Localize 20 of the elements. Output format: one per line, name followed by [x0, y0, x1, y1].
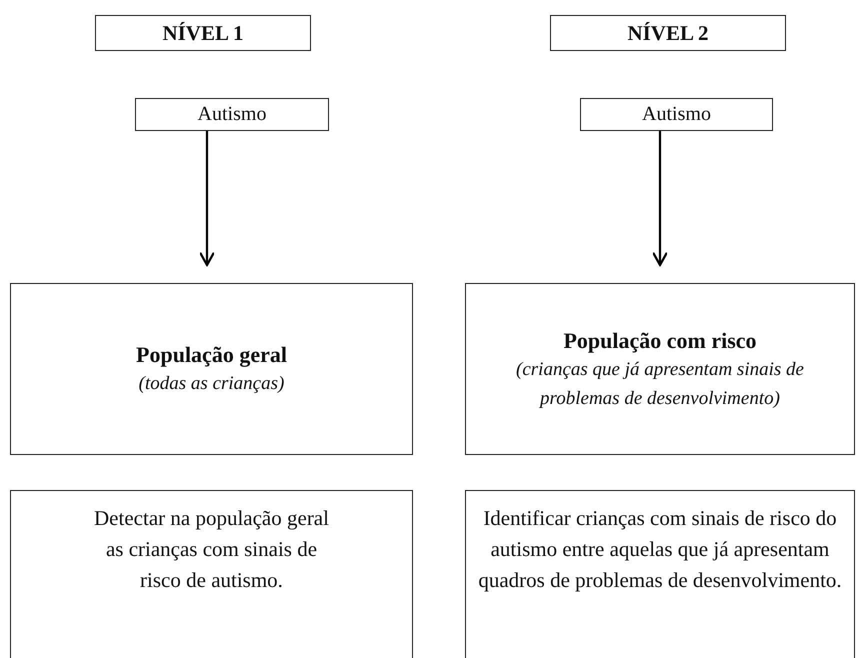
topic-label: Autismo: [642, 102, 711, 127]
level-header-box: [95, 15, 311, 51]
arrow: [652, 131, 668, 266]
population-box: [465, 283, 855, 455]
description-box: [465, 490, 855, 658]
description-box: [10, 490, 413, 658]
level-header-box: [550, 15, 786, 51]
arrow: [198, 131, 216, 266]
topic-box: [135, 98, 329, 131]
population-note: (todas as crianças): [138, 372, 284, 396]
level-title: NÍVEL 1: [162, 20, 244, 46]
level-title: NÍVEL 2: [627, 20, 709, 46]
population-title: População geral: [136, 341, 287, 369]
population-note: (crianças que já apresentam sinais de problemas de desenvolvimento): [515, 358, 805, 410]
topic-label: Autismo: [198, 102, 266, 127]
description-text: Identificar crianças com sinais de risco do autismo entre aquelas que já apresentam quadros de problemas de desenvolvimento.: [477, 505, 843, 594]
population-box: [10, 283, 413, 455]
population-title: População com risco: [563, 326, 757, 354]
topic-box: [580, 98, 773, 131]
description-text: Detectar na população geral as crianças com sinais de risco de autismo.: [93, 505, 330, 594]
